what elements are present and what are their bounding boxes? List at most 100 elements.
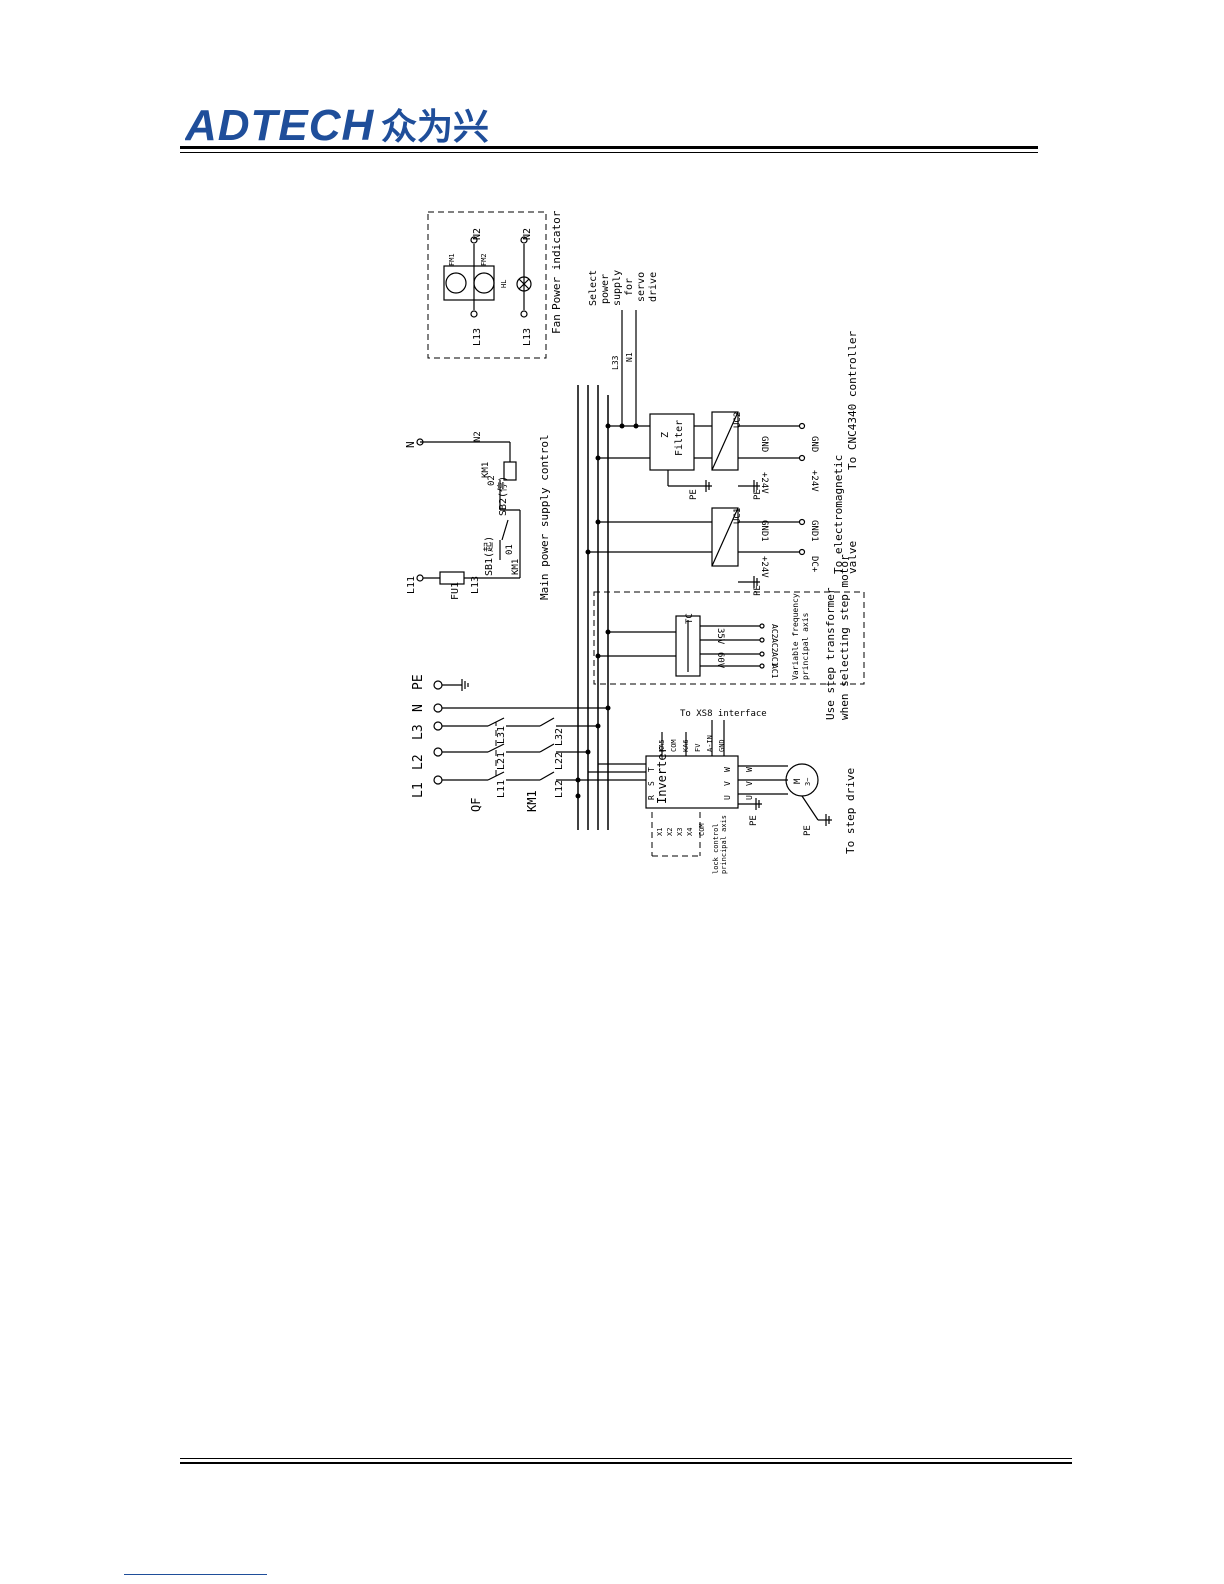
power-indicator-label: Power indicator <box>550 210 563 310</box>
uc2-term-24v: +24V <box>809 470 819 492</box>
inverter-com-a: COM <box>670 739 678 752</box>
servo-wire-n1: N1 <box>625 352 634 362</box>
relay-contact-km1: KM1 <box>511 559 521 575</box>
tc-term-ac2-b: AC2 <box>770 638 779 653</box>
servo-select: Select power supply for servo drive L33 … <box>588 270 659 426</box>
inverter-interface: To XS8 interface <box>680 709 767 719</box>
transformer-side-note-1: Variable frequency <box>791 593 800 680</box>
transformer-note-1: Use step transformer <box>824 587 837 720</box>
tc-term-ac2-a: AC2 <box>770 624 779 639</box>
transformer-name: TC <box>685 613 695 624</box>
inverter-fv: FV <box>694 743 702 752</box>
motor-phase: 3~ <box>804 778 812 786</box>
uc1: UC1 PE GND1 +24V GND1 DC+ To electromagn… <box>585 455 859 596</box>
inverter-x3: X3 <box>676 828 684 836</box>
breaker-label: QF <box>469 798 483 812</box>
inverter-in-s: S <box>647 781 656 786</box>
filter-pe: PE <box>689 489 699 500</box>
footer-link-underline[interactable] <box>124 1574 267 1575</box>
motor-pe: PE <box>803 825 813 836</box>
inverter-out-v: V <box>723 781 732 786</box>
inverter-label: Inverter <box>655 746 669 804</box>
inverter-a-in: A-IN <box>706 735 714 752</box>
uc2-out-24v: +24V <box>759 472 769 494</box>
electrical-wiring-diagram: L1 L2 L3 N PE QF L11 L21 L31 KM1 L12 L22… <box>404 210 865 874</box>
inverter-side-note-1: lock control <box>712 823 720 874</box>
fan-indicator-box: FM1 FM2 HL L13 L13 N2 N2 Fan Power indic… <box>427 210 563 359</box>
tc-term-ac1-a: AC1 <box>770 652 779 667</box>
transformer-35v: 35V <box>715 628 725 645</box>
contactor-wire-l22: L22 <box>554 752 565 770</box>
uc2-name: UC2 <box>733 412 743 428</box>
contact-01: 01 <box>505 544 515 555</box>
lamp-hl: HL <box>500 280 508 288</box>
motor-wire-v: V <box>745 781 754 786</box>
relay-coil-km1: KM1 <box>481 462 491 478</box>
fan-terminal-l13-b: L13 <box>522 328 533 346</box>
fan-label: Fan <box>550 314 563 334</box>
start-button: SB1(起) <box>483 536 495 576</box>
incoming-supply: L1 L2 L3 N PE QF L11 L21 L31 KM1 L12 L22… <box>411 674 611 812</box>
terminal-n: N <box>411 704 426 712</box>
terminal-l3: L3 <box>411 724 426 740</box>
uc2-out-gnd: GND <box>759 436 769 452</box>
footer-rule-thick <box>180 1462 1072 1464</box>
motor-destination: To step drive <box>844 768 857 854</box>
filter-uc2: Z Filter PE UC2 PE GND +24V GND +24V To … <box>595 331 859 500</box>
uc1-term-gnd1: GND1 <box>809 520 819 542</box>
terminal-l2: L2 <box>411 754 426 770</box>
motor-wire-u: U <box>745 795 754 800</box>
fan-fm2: FM2 <box>480 253 488 266</box>
terminal-n-ctrl: N <box>404 441 417 448</box>
transformer-60v: 60V <box>715 652 725 669</box>
servo-wire-l33: L33 <box>611 355 620 370</box>
inverter-gnd: GND <box>718 739 726 752</box>
contact-02: 02 <box>487 475 497 486</box>
servo-select-line3: supply <box>612 270 623 306</box>
transformer-box: TC 35V 60V AC2 AC2 AC1 AC1 Variable freq… <box>593 554 865 720</box>
inverter: To XS8 interface Inverter R S T U V W KA… <box>575 709 857 874</box>
inverter-out-w: W <box>723 767 732 772</box>
main-power-control: L11 L13 FU1 SB1(起) 01 KM1 SB2(停) 02 KM1 … <box>404 431 551 600</box>
servo-select-line5: servo <box>636 272 647 302</box>
uc1-term-dc: DC+ <box>809 556 819 573</box>
fan-fm1: FM1 <box>448 253 456 266</box>
inverter-x4: X4 <box>686 828 694 836</box>
fan-terminal-l13-a: L13 <box>472 328 483 346</box>
motor-label: M <box>793 778 803 784</box>
terminal-l11: L11 <box>406 576 417 594</box>
terminal-pe: PE <box>411 674 426 690</box>
servo-select-line4: for <box>624 278 635 296</box>
transformer-note-2: when selecting step motor <box>838 554 851 720</box>
contactor-label: KM1 <box>525 790 539 812</box>
inverter-in-r: R <box>647 795 656 800</box>
inverter-in-t: T <box>647 767 656 772</box>
uc2-pe: PE <box>753 489 763 500</box>
contactor-wire-l32: L32 <box>554 728 565 746</box>
terminal-l13: L13 <box>470 576 481 594</box>
inverter-out-u: U <box>723 795 732 800</box>
inverter-com: COM <box>698 823 706 836</box>
filter-z: Z <box>660 432 671 438</box>
header-rule-thin <box>180 152 1038 153</box>
uc1-name: UC1 <box>733 508 743 524</box>
servo-select-line6: drive <box>648 272 659 302</box>
uc1-pe: PE <box>753 585 763 596</box>
motor-wire-w: W <box>745 767 754 772</box>
adtech-logo: ADTECH 众为兴 <box>185 104 489 144</box>
main-bus <box>577 385 609 830</box>
header-rule-thick <box>180 146 1038 149</box>
fuse-label: FU1 <box>450 582 461 600</box>
tc-term-ac1-b: AC1 <box>770 664 779 679</box>
logo-chinese-text: 众为兴 <box>381 107 489 144</box>
filter-label: Filter <box>674 420 685 456</box>
terminal-l1: L1 <box>411 782 426 798</box>
transformer-side-note-2: principal axis <box>801 612 810 680</box>
fan-terminal-n2-a: N2 <box>472 228 483 240</box>
main-power-label: Main power supply control <box>538 434 551 600</box>
uc1-destination-1: To electromagnetic <box>832 455 845 574</box>
servo-select-line2: power <box>600 274 611 304</box>
uc1-destination-2: valve <box>846 541 859 574</box>
contactor-wire-l12: L12 <box>554 780 565 798</box>
inverter-x1: X1 <box>656 828 664 836</box>
